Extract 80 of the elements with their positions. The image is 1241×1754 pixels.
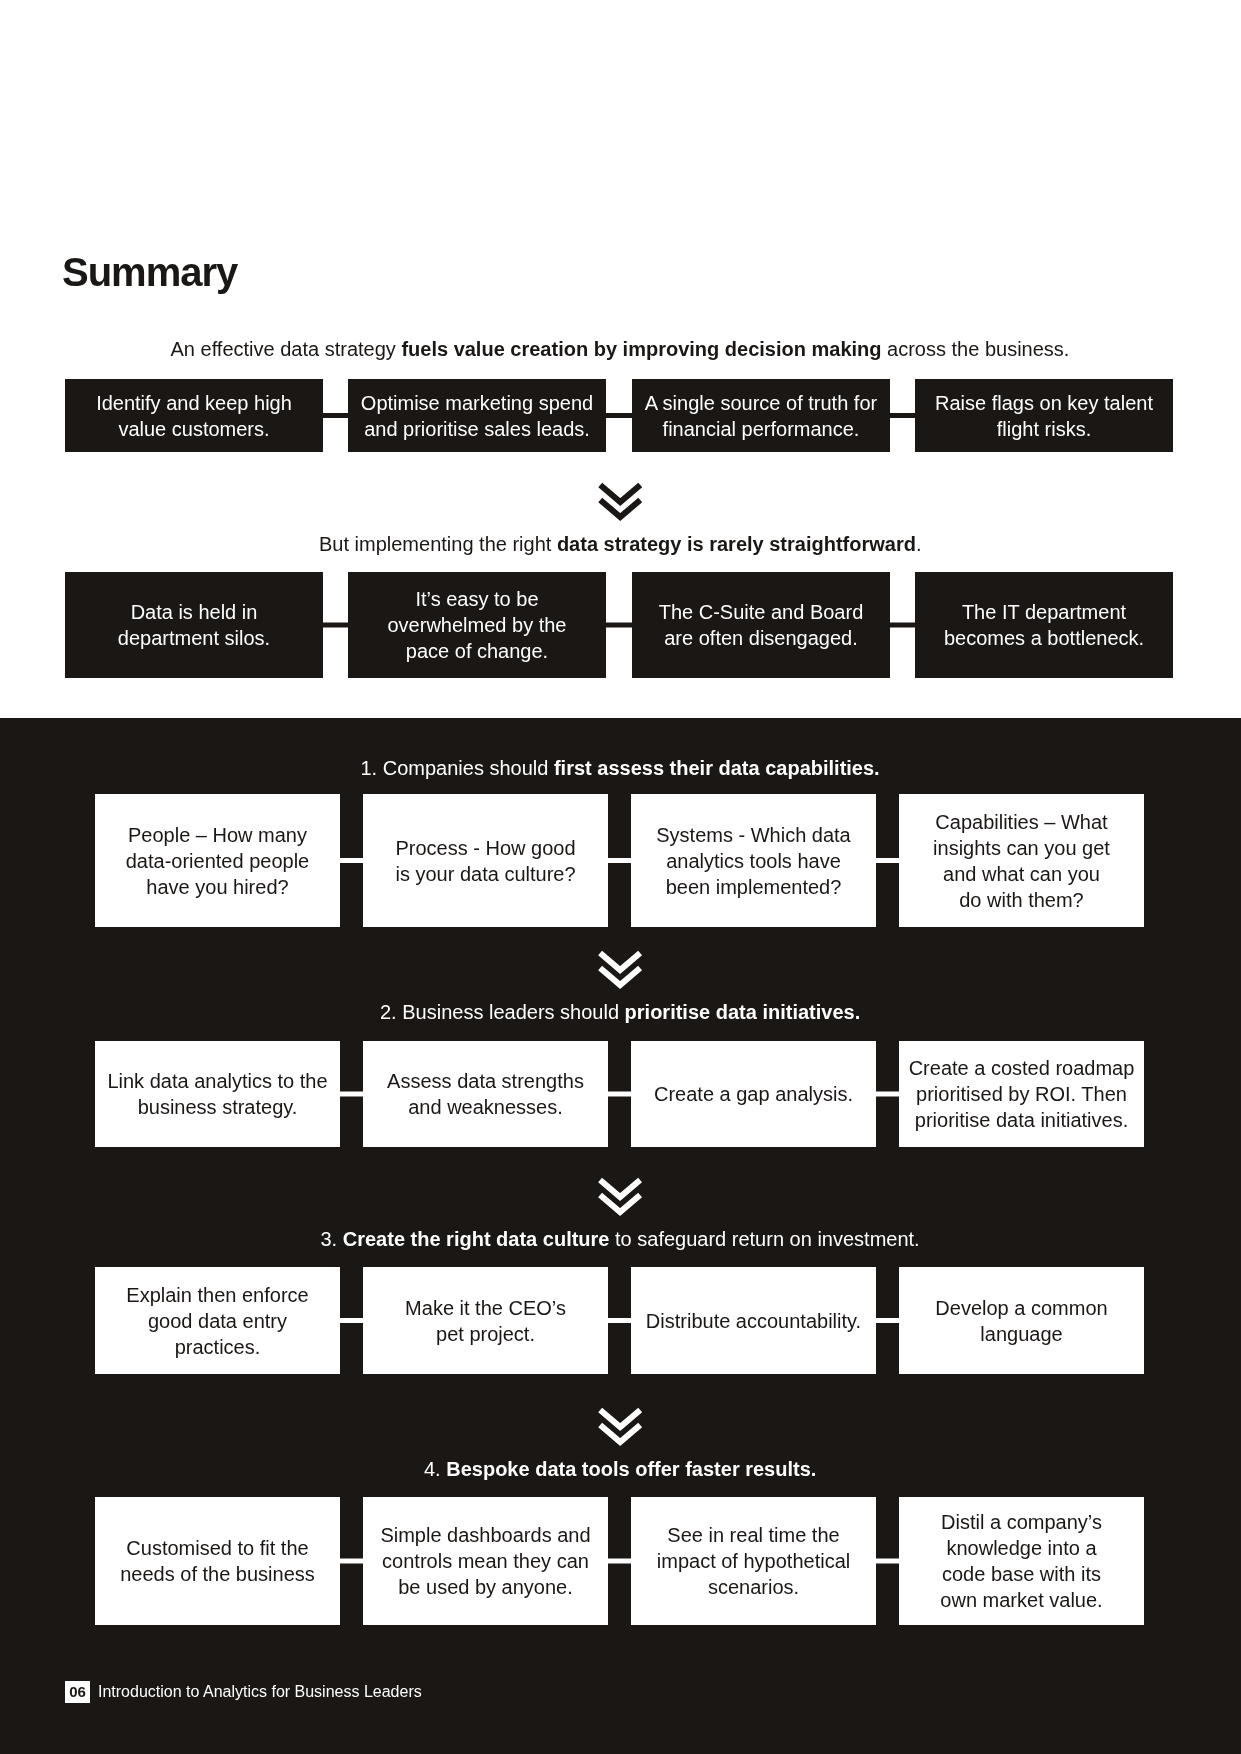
statement-box: [631, 1497, 876, 1625]
connector-line: [876, 1318, 899, 1323]
connector-line: [890, 622, 915, 628]
statement-box: [363, 794, 608, 927]
box-text: A single source of truth for financial performance.: [643, 390, 879, 442]
statement-box: [899, 1267, 1144, 1374]
connector-line: [323, 622, 348, 628]
statement-box: [915, 572, 1173, 678]
connector-line: [876, 858, 899, 863]
statement-box: [95, 794, 340, 927]
box-text: The IT department becomes a bottleneck.: [942, 600, 1146, 651]
connector-line: [608, 858, 631, 863]
connector-line: [606, 413, 632, 418]
connector-line: [608, 1091, 631, 1097]
connector-line: [323, 413, 348, 418]
statement-box: [95, 1041, 340, 1147]
box-text: Simple dashboards and controls mean they can be used by anyone.: [379, 1523, 592, 1600]
statement-box: [65, 572, 323, 678]
box-text: Capabilities – What insights can you get and what can you do with them?: [932, 809, 1111, 913]
box-text: It’s easy to be overwhelmed by the pace of change.: [386, 587, 568, 664]
box-text: Develop a common language: [934, 1295, 1109, 1347]
statement-box: [95, 1267, 340, 1374]
statement-box: [632, 572, 890, 678]
statement-box: [363, 1497, 608, 1625]
box-text: Optimise marketing spend and prioritise sales leads.: [359, 390, 595, 442]
statement-box: [348, 379, 606, 452]
box-text: Customised to fit the needs of the business: [119, 1536, 316, 1587]
box-text: Raise flags on key talent flight risks.: [934, 390, 1154, 442]
box-text: Distil a company’s knowledge into a code base with its own market value.: [939, 1510, 1104, 1613]
box-text: See in real time the impact of hypothetical scenarios.: [655, 1523, 852, 1600]
box-text: Process - How good is your data culture?: [394, 835, 577, 887]
connector-line: [890, 413, 915, 418]
statement-box: [632, 379, 890, 452]
box-text: Distribute accountability.: [645, 1308, 862, 1334]
double-chevron-arrow: [597, 482, 644, 521]
statement-box: [363, 1041, 608, 1147]
step-heading: But implementing the right data strategy is rarely straightforward.: [319, 517, 922, 557]
box-text: People – How many data-oriented people have you hired?: [124, 822, 311, 900]
connector-line: [876, 1558, 899, 1564]
step-heading: 3. Create the right data culture to safeguard return on investment.: [320, 1212, 920, 1252]
dark-panel: [0, 718, 1241, 1754]
statement-box: [348, 572, 606, 678]
statement-box: [899, 794, 1144, 927]
statement-box: [899, 1497, 1144, 1625]
statement-box: [631, 1041, 876, 1147]
statement-box: [65, 379, 323, 452]
step-heading: 1. Companies should first assess their data capabilities.: [360, 756, 880, 781]
step-heading: 4. Bespoke data tools offer faster results.: [424, 1442, 817, 1482]
page-number: 06: [65, 1681, 90, 1703]
box-text: Identify and keep high value customers.: [95, 390, 293, 442]
connector-line: [340, 858, 363, 863]
connector-line: [876, 1091, 899, 1097]
box-text: Data is held in department silos.: [116, 600, 272, 651]
statement-box: [631, 1267, 876, 1374]
double-chevron-arrow: [597, 1177, 644, 1216]
box-text: Make it the CEO’s pet project.: [404, 1295, 567, 1347]
connector-line: [608, 1558, 631, 1564]
connector-line: [608, 1318, 631, 1323]
statement-box: [363, 1267, 608, 1374]
box-text: Create a costed roadmap prioritised by ROI. Then prioritise data initiatives.: [907, 1056, 1136, 1133]
box-text: Explain then enforce good data entry practices.: [125, 1282, 310, 1360]
double-chevron-arrow: [597, 950, 644, 989]
box-text: The C-Suite and Board are often disengaged.: [658, 600, 864, 651]
box-text: Link data analytics to the business strategy.: [106, 1069, 329, 1120]
summary-sentence: An effective data strategy fuels value creation by improving decision making across the business.: [170, 337, 1070, 362]
connector-line: [340, 1318, 363, 1323]
connector-line: [606, 622, 632, 628]
statement-box: [631, 794, 876, 927]
box-text: Systems - Which data analytics tools have been implemented?: [655, 822, 852, 900]
double-chevron-arrow: [597, 1407, 644, 1446]
connector-line: [340, 1091, 363, 1097]
box-text: Assess data strengths and weaknesses.: [386, 1069, 585, 1120]
step-heading: 2. Business leaders should prioritise data initiatives.: [380, 985, 861, 1025]
box-text: Create a gap analysis.: [654, 1082, 853, 1107]
statement-box: [915, 379, 1173, 452]
statement-box: [899, 1041, 1144, 1147]
page-title: Summary: [62, 250, 238, 294]
statement-box: [95, 1497, 340, 1625]
connector-line: [340, 1558, 363, 1564]
footer-title: Introduction to Analytics for Business Leaders: [98, 1682, 422, 1702]
